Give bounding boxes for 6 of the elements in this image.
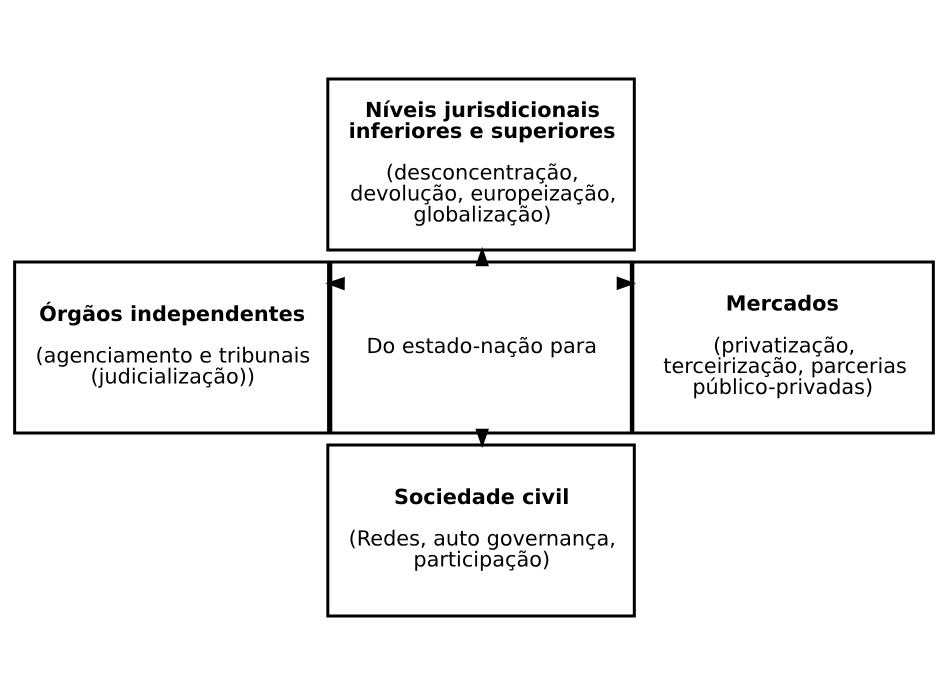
node-box: Níveis jurisdicionais inferiores e superiores (desconcentração, devolução, europeização, globalização) <box>326 77 636 252</box>
arrow <box>475 428 489 448</box>
node-box: Sociedade civil (Redes, auto governança, participação) <box>326 443 636 618</box>
arrow <box>616 276 636 290</box>
arrow <box>325 276 345 290</box>
arrow <box>475 246 489 266</box>
